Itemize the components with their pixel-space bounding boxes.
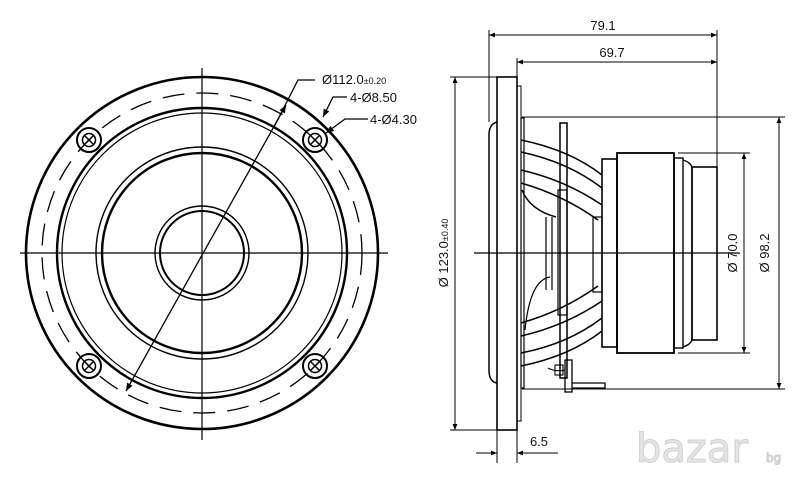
basket-dia-label: Ø 98.2: [757, 233, 772, 272]
side-view: 79.1 69.7 Ø 123.0±0.40 Ø 98.2 Ø 70.0 6.5: [436, 18, 785, 463]
mount-holes: [76, 127, 328, 379]
watermark-logo: bazar bg: [636, 426, 782, 473]
mount-hole-icon: [302, 353, 328, 379]
watermark-text: bazar: [636, 426, 748, 472]
front-view: Ø112.0±0.20 4-Ø8.50 4-Ø4.30: [20, 68, 417, 440]
terminal-icon: [547, 359, 606, 393]
overall-depth-label: 79.1: [590, 18, 615, 33]
mount-hole-icon: [76, 127, 102, 153]
mount-hole-icon: [76, 353, 102, 379]
flange-thickness-label: 6.5: [530, 434, 548, 449]
hole-inner-label: 4-Ø4.30: [370, 112, 417, 127]
depth-label: 69.7: [599, 45, 624, 60]
mount-hole-icon: [302, 127, 328, 153]
dia-dimension-line: [125, 104, 287, 392]
dia-label: Ø112.0±0.20: [322, 72, 386, 87]
watermark-suffix: bg: [766, 451, 781, 465]
hole-outer-leader: [322, 96, 347, 118]
magnet-dia-label: Ø 70.0: [725, 233, 740, 272]
hole-inner-leader: [325, 118, 368, 134]
hole-outer-label: 4-Ø8.50: [350, 90, 397, 105]
basket: [520, 122, 603, 379]
flange-dia-label: Ø 123.0±0.40: [436, 219, 451, 288]
dia-leader: [274, 79, 315, 126]
